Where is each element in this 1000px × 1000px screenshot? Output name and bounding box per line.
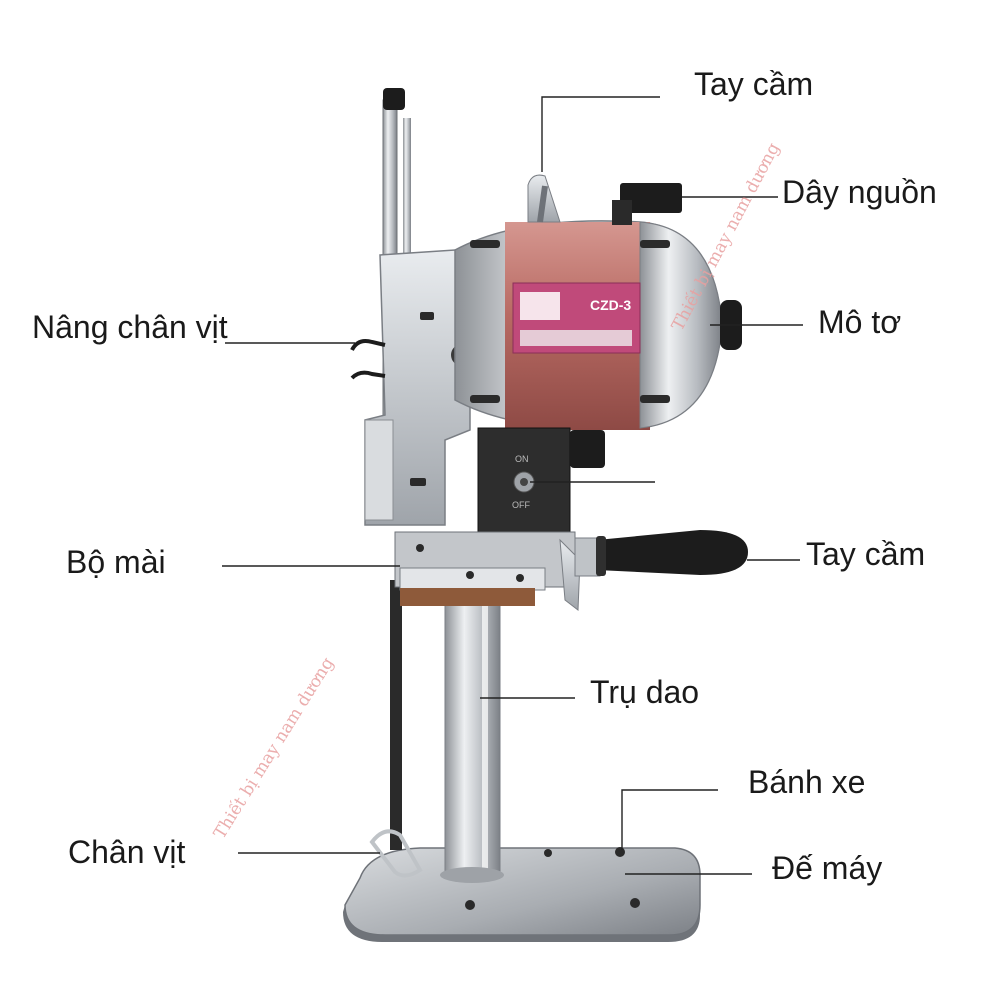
label-motor: Mô tơ [818, 304, 902, 340]
label-presser-foot: Chân vịt [68, 834, 186, 870]
label-base: Đế máy [772, 850, 883, 886]
model-plate-text: CZD-3 [590, 297, 631, 313]
label-wheel: Bánh xe [748, 764, 866, 800]
blade-column [440, 584, 504, 883]
base-plate [343, 847, 701, 942]
side-handle [574, 530, 748, 577]
leader-wheel [621, 789, 718, 850]
label-power-cord: Dây nguồn [782, 174, 937, 210]
label-handle-side: Tay cầm [806, 536, 926, 572]
head-housing [364, 249, 473, 526]
label-handle-top: Tay cầm [694, 66, 814, 102]
motor: CZD-3 [454, 220, 742, 430]
leader-lines [222, 96, 803, 875]
presser-lift-lever [350, 339, 386, 380]
switch-box: ON OFF [477, 427, 605, 533]
leader-handle-top [541, 96, 660, 172]
top-handle [527, 174, 561, 223]
label-presser-lift: Nâng chân vịt [32, 309, 228, 345]
label-blade-column: Trụ dao [590, 674, 700, 710]
switch-off-text: OFF [512, 500, 530, 510]
label-sharpener: Bộ mài [66, 544, 166, 580]
power-cord-box [612, 183, 682, 225]
switch-on-text: ON [515, 454, 529, 464]
sharpener-assembly [394, 531, 581, 611]
